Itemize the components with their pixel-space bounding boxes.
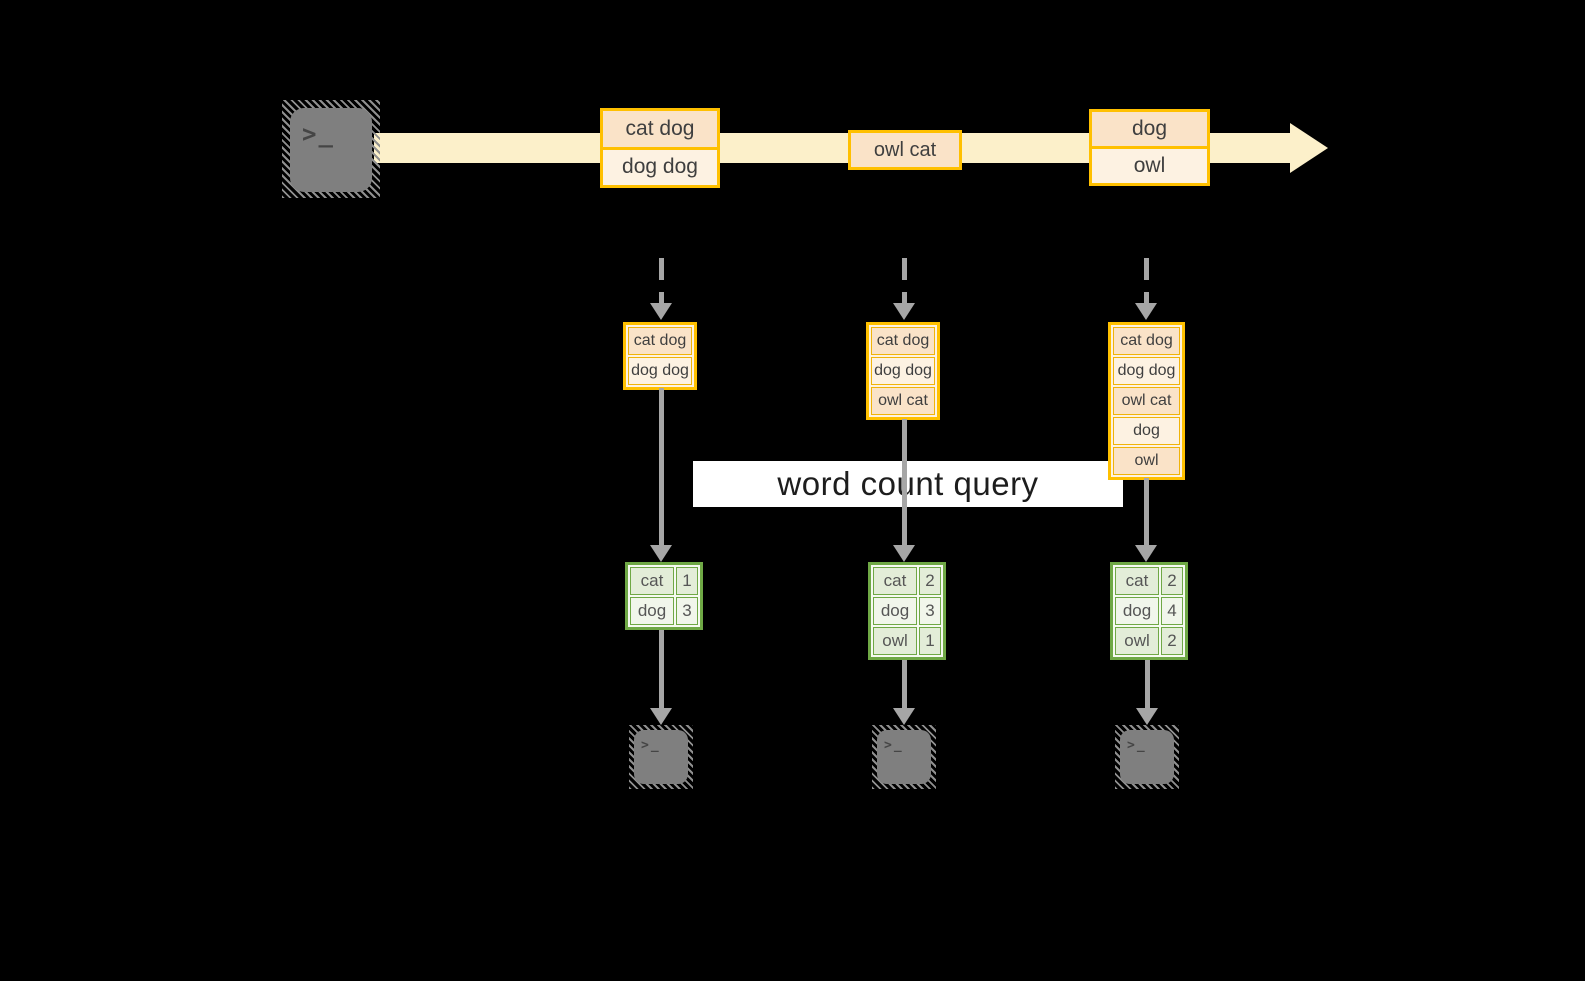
terminal-prompt-icon: >_ (641, 738, 661, 753)
arrow-head-stack-to-table-3 (1135, 545, 1157, 562)
count-value: 1 (919, 627, 941, 655)
window-item: cat dog (871, 327, 935, 355)
window-item: dog (1113, 417, 1180, 445)
stream-batch-3: dog owl (1089, 109, 1210, 186)
window-item: cat dog (1113, 327, 1180, 355)
count-word: dog (873, 597, 917, 625)
stream-arrowhead (1290, 123, 1328, 173)
table-row: cat 2 (873, 567, 941, 595)
window-item: dog dog (871, 357, 935, 385)
terminal-icon: >_ (634, 730, 688, 784)
stream-record: cat dog (603, 111, 717, 147)
window-item: cat dog (628, 327, 692, 355)
terminal-prompt-icon: >_ (302, 120, 335, 148)
stream-record: owl cat (851, 133, 959, 167)
count-word: dog (630, 597, 674, 625)
terminal-icon: >_ (1120, 730, 1174, 784)
count-table-3: cat 2 dog 4 owl 2 (1110, 562, 1188, 660)
window-stack-3: cat dog dog dog owl cat dog owl (1108, 322, 1185, 480)
arrow-line-stack-to-table-2 (901, 419, 907, 546)
arrow-line-stack-to-table-3 (1143, 478, 1149, 546)
count-value: 1 (676, 567, 698, 595)
terminal-prompt-icon: >_ (1127, 738, 1147, 753)
count-word: cat (873, 567, 917, 595)
table-row: cat 2 (1115, 567, 1183, 595)
terminal-prompt-icon: >_ (884, 738, 904, 753)
arrow-head-table-to-sink-2 (893, 708, 915, 725)
table-row: dog 3 (873, 597, 941, 625)
arrow-head-table-to-sink-3 (1136, 708, 1158, 725)
arrow-line-stack-to-table-1 (658, 388, 664, 546)
arrow-line-table-to-sink-1 (658, 630, 664, 709)
table-row: owl 1 (873, 627, 941, 655)
count-value: 3 (676, 597, 698, 625)
arrow-line-table-to-sink-2 (901, 660, 907, 709)
arrow-head-table-to-sink-1 (650, 708, 672, 725)
window-stack-2: cat dog dog dog owl cat (866, 322, 940, 420)
dashed-arrow-line-3 (1143, 258, 1149, 303)
table-row: owl 2 (1115, 627, 1183, 655)
window-item: owl cat (871, 387, 935, 415)
count-value: 2 (1161, 627, 1183, 655)
table-row: dog 4 (1115, 597, 1183, 625)
count-table-2: cat 2 dog 3 owl 1 (868, 562, 946, 660)
dashed-arrow-line-2 (901, 258, 907, 303)
arrow-head-stack-to-table-1 (650, 545, 672, 562)
window-item: owl (1113, 447, 1180, 475)
count-word: dog (1115, 597, 1159, 625)
count-value: 4 (1161, 597, 1183, 625)
table-row: cat 1 (630, 567, 698, 595)
dashed-arrow-head-1 (650, 303, 672, 320)
window-stack-1: cat dog dog dog (623, 322, 697, 390)
window-item: dog dog (628, 357, 692, 385)
query-banner: word count query (693, 461, 1123, 507)
count-word: owl (1115, 627, 1159, 655)
terminal-icon: >_ (877, 730, 931, 784)
stream-record: dog (1092, 112, 1207, 146)
stream-batch-1: cat dog dog dog (600, 108, 720, 188)
terminal-icon: >_ (290, 108, 372, 192)
dashed-arrow-head-3 (1135, 303, 1157, 320)
stream-record: dog dog (603, 146, 717, 185)
count-word: owl (873, 627, 917, 655)
window-item: dog dog (1113, 357, 1180, 385)
dashed-arrow-line-1 (658, 258, 664, 303)
count-word: cat (630, 567, 674, 595)
count-word: cat (1115, 567, 1159, 595)
table-row: dog 3 (630, 597, 698, 625)
count-value: 2 (919, 567, 941, 595)
window-item: owl cat (1113, 387, 1180, 415)
count-table-1: cat 1 dog 3 (625, 562, 703, 630)
count-value: 3 (919, 597, 941, 625)
dashed-arrow-head-2 (893, 303, 915, 320)
arrow-line-table-to-sink-3 (1144, 660, 1150, 709)
stream-record: owl (1092, 146, 1207, 183)
count-value: 2 (1161, 567, 1183, 595)
arrow-head-stack-to-table-2 (893, 545, 915, 562)
stream-batch-2: owl cat (848, 130, 962, 170)
